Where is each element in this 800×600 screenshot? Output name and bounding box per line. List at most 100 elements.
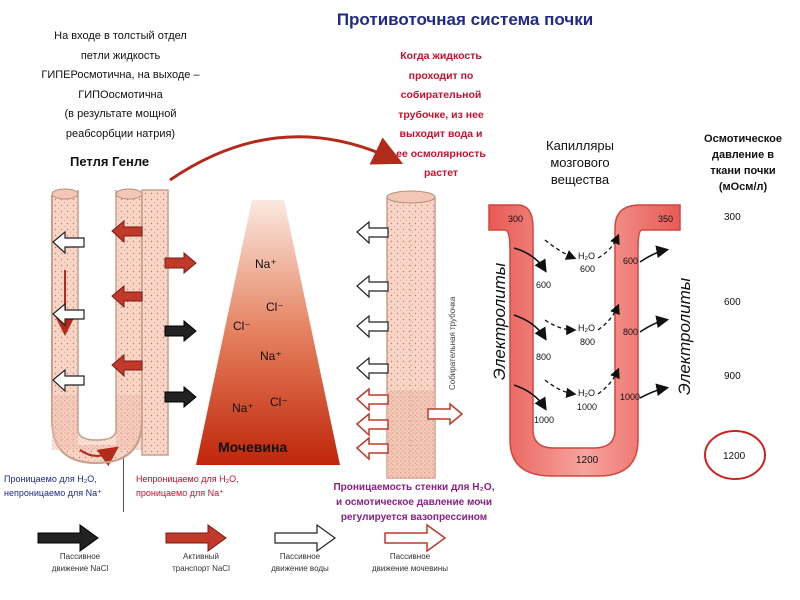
legend-line: движение NaCl bbox=[51, 564, 109, 573]
osm-line: Осмотическое bbox=[704, 133, 782, 145]
cl-label: Cl⁻ bbox=[233, 319, 251, 333]
loop-nacl-arrows bbox=[111, 219, 197, 409]
intro-line: петли жидкость bbox=[80, 49, 161, 62]
water-arrow-icon bbox=[356, 274, 389, 299]
osmotic-gradient bbox=[196, 200, 340, 465]
note-line: растет bbox=[423, 167, 459, 179]
perm-line: Непроницаемо для H₂O, bbox=[136, 474, 239, 484]
water-label: H₂O bbox=[578, 388, 595, 398]
legend-line: Пассивное bbox=[389, 552, 431, 561]
perm-line: непроницаемо для Na⁺ bbox=[4, 488, 102, 498]
note-line: трубочке, из нее bbox=[398, 108, 484, 121]
loop-of-henle-label: Петля Генле bbox=[70, 154, 150, 169]
osm-line: давление в bbox=[711, 149, 775, 161]
perm-line: и осмотическое давление мочи bbox=[335, 497, 493, 508]
note-line: ее осмолярность bbox=[396, 147, 486, 160]
cl-label: Cl⁻ bbox=[270, 395, 288, 409]
perm-line: Проницаемость стенки для H₂O, bbox=[333, 482, 495, 493]
urea-label: Мочевина bbox=[218, 439, 287, 455]
note-line: собирательной bbox=[400, 89, 482, 101]
flow-curve-arrow bbox=[169, 135, 404, 182]
capillary-value: 1000 bbox=[534, 415, 554, 425]
cl-label: Cl⁻ bbox=[266, 300, 284, 314]
vasopressin-note: Проницаемость стенки для H₂O, и осмотиче… bbox=[318, 480, 510, 525]
collecting-duct-label: Собирательная трубочка bbox=[448, 296, 457, 390]
water-arrow-icon bbox=[52, 302, 85, 327]
loop-water-arrows bbox=[52, 230, 85, 393]
osm-line: (мОсм/л) bbox=[718, 181, 768, 193]
intro-line: На входе в толстый отдел bbox=[54, 30, 187, 42]
intro-line: ГИПЕРосмотична, на выходе – bbox=[41, 69, 200, 81]
legend-label-active-nacl: Активный транспорт NaCl bbox=[151, 551, 251, 575]
electrolytes-label-right: Электролиты bbox=[675, 277, 694, 395]
osmotic-value: 1200 bbox=[723, 451, 746, 462]
loop-of-henle bbox=[51, 188, 165, 467]
note-line: проходит по bbox=[408, 69, 474, 82]
page-title: Противоточная система почки bbox=[336, 10, 594, 29]
water-arrow-icon bbox=[52, 368, 85, 393]
duct-water-arrows bbox=[356, 220, 389, 381]
na-label: Na⁺ bbox=[232, 401, 254, 415]
ascending-permeability-note: Непроницаемо для H₂O, проницаемо для Na⁺ bbox=[136, 472, 266, 500]
legend-passive-nacl-icon bbox=[37, 524, 99, 552]
water-value: 800 bbox=[580, 337, 595, 347]
legend-line: движение мочевины bbox=[371, 564, 449, 573]
osmotic-pressure-title: Осмотическое давление в ткани почки (мОс… bbox=[688, 131, 798, 195]
capillary-value: 600 bbox=[623, 256, 638, 266]
cap-line: мозгового bbox=[550, 155, 610, 170]
cap-line: вещества bbox=[550, 172, 610, 187]
note-line: Когда жидкость bbox=[400, 50, 482, 62]
intro-note: На входе в толстый отдел петли жидкость … bbox=[8, 27, 233, 144]
water-value: 1000 bbox=[577, 402, 597, 412]
legend-passive-water-icon bbox=[274, 523, 337, 553]
collecting-duct bbox=[386, 190, 436, 479]
legend-label-passive-nacl: Пассивное движение NaCl bbox=[30, 551, 130, 575]
active-nacl-arrow-icon bbox=[111, 353, 143, 378]
legend-line: движение воды bbox=[271, 564, 329, 573]
water-label: H₂O bbox=[578, 323, 595, 333]
perm-line: проницаемо для Na⁺ bbox=[136, 488, 224, 498]
capillary-value: 800 bbox=[536, 352, 551, 362]
loop-divider-line bbox=[123, 405, 124, 512]
water-arrow-icon bbox=[356, 314, 389, 339]
electrolyte-arrows bbox=[513, 245, 670, 411]
legend-line: Пассивное bbox=[59, 552, 101, 561]
osmotic-value: 900 bbox=[724, 371, 741, 382]
capillaries-label: Капилляры мозгового вещества bbox=[520, 137, 640, 188]
intro-line: ГИПОосмотична bbox=[78, 88, 163, 101]
passive-nacl-arrow-icon bbox=[164, 319, 197, 343]
ascending-limb bbox=[141, 189, 169, 456]
capillary-value: 1000 bbox=[620, 392, 640, 402]
legend-line: Пассивное bbox=[279, 552, 321, 561]
passive-nacl-arrow-icon bbox=[164, 385, 197, 409]
capillary-value: 1200 bbox=[576, 455, 599, 466]
active-nacl-arrow-icon bbox=[111, 284, 143, 309]
legend bbox=[37, 523, 447, 553]
water-arrow-icon bbox=[356, 220, 389, 245]
perm-line: Проницаемо для H₂O, bbox=[4, 474, 97, 484]
perm-line: регулируется вазопрессином bbox=[340, 512, 488, 523]
legend-active-nacl-icon bbox=[165, 524, 227, 552]
capillary-value: 350 bbox=[658, 214, 673, 224]
urea-arrow-icon bbox=[355, 436, 389, 461]
osmotic-value: 300 bbox=[724, 212, 741, 223]
intro-line: реабсорбции натрия) bbox=[65, 127, 176, 140]
legend-label-passive-water: Пассивное движение воды bbox=[250, 551, 350, 575]
na-label: Na⁺ bbox=[260, 349, 282, 363]
active-nacl-arrow-icon bbox=[164, 251, 197, 275]
descending-permeability-note: Проницаемо для H₂O, непроницаемо для Na⁺ bbox=[4, 472, 129, 500]
capillary-value: 600 bbox=[536, 280, 551, 290]
legend-passive-urea-icon bbox=[384, 523, 447, 553]
water-label: H₂O bbox=[578, 251, 595, 261]
collecting-duct-note: Когда жидкость проходит по собирательной… bbox=[376, 47, 506, 184]
water-value: 600 bbox=[580, 264, 595, 274]
bend-flow-arrow bbox=[79, 446, 119, 467]
osm-line: ткани почки bbox=[710, 165, 776, 177]
active-nacl-arrow-icon bbox=[111, 219, 143, 244]
intro-line: (в результате мощной bbox=[64, 108, 177, 120]
note-line: выходит вода и bbox=[399, 128, 483, 140]
legend-label-passive-urea: Пассивное движение мочевины bbox=[360, 551, 460, 575]
capillary-value: 300 bbox=[508, 214, 523, 224]
water-arrow-icon bbox=[356, 356, 389, 381]
